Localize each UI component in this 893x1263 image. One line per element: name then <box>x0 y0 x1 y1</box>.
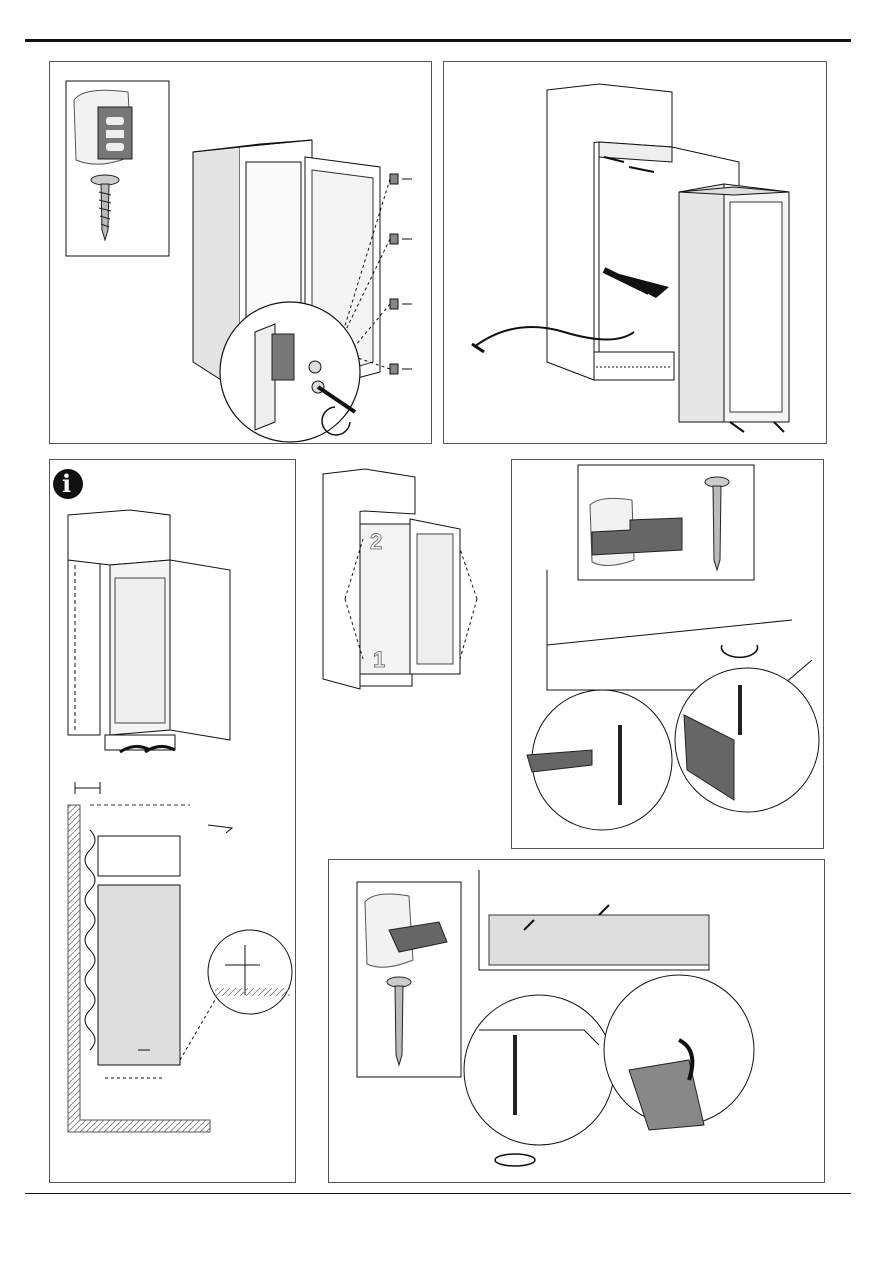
section-appliance <box>98 885 180 1065</box>
panel-insert-appliance <box>443 61 827 444</box>
door-brackets-illustration <box>50 62 433 445</box>
panel-cover-plate <box>511 459 824 849</box>
cover-plate-illustration <box>512 460 825 850</box>
detail-magnifier-left <box>464 995 614 1145</box>
panel-info-ventilation: i <box>49 459 296 1183</box>
bottom-rule <box>25 1193 851 1194</box>
panel-step-order: 2 1 <box>305 459 505 699</box>
step-order-illustration: 2 1 <box>305 459 505 699</box>
upper-cabinet <box>68 510 170 565</box>
insert-appliance-illustration <box>444 62 828 445</box>
rotation-arrow-icon <box>722 645 758 657</box>
detail-magnifier <box>208 930 292 1014</box>
door-bracket-set <box>390 174 398 374</box>
ventilation-grille <box>594 352 674 380</box>
open-door <box>170 560 230 740</box>
panel-bottom-clips <box>328 859 825 1183</box>
bottom-clips-illustration <box>329 860 826 1184</box>
detail-bracket-icon <box>272 334 294 380</box>
panel-door-brackets <box>49 61 432 444</box>
airflow-arrow-icon <box>208 825 232 833</box>
ventilation-grille <box>360 674 412 686</box>
airflow-line <box>85 830 95 1050</box>
gap-dimension <box>75 782 100 794</box>
ventilation-illustration: i <box>50 460 297 1184</box>
appliance-side <box>679 184 724 422</box>
rotation-arrow-icon <box>495 1154 535 1166</box>
step-label-lower: 1 <box>373 647 385 672</box>
step-label-upper: 2 <box>370 529 382 554</box>
section-top-cabinet <box>98 836 180 876</box>
screw-icon <box>309 361 321 373</box>
top-rule <box>25 39 851 42</box>
info-symbol: i <box>62 469 71 498</box>
